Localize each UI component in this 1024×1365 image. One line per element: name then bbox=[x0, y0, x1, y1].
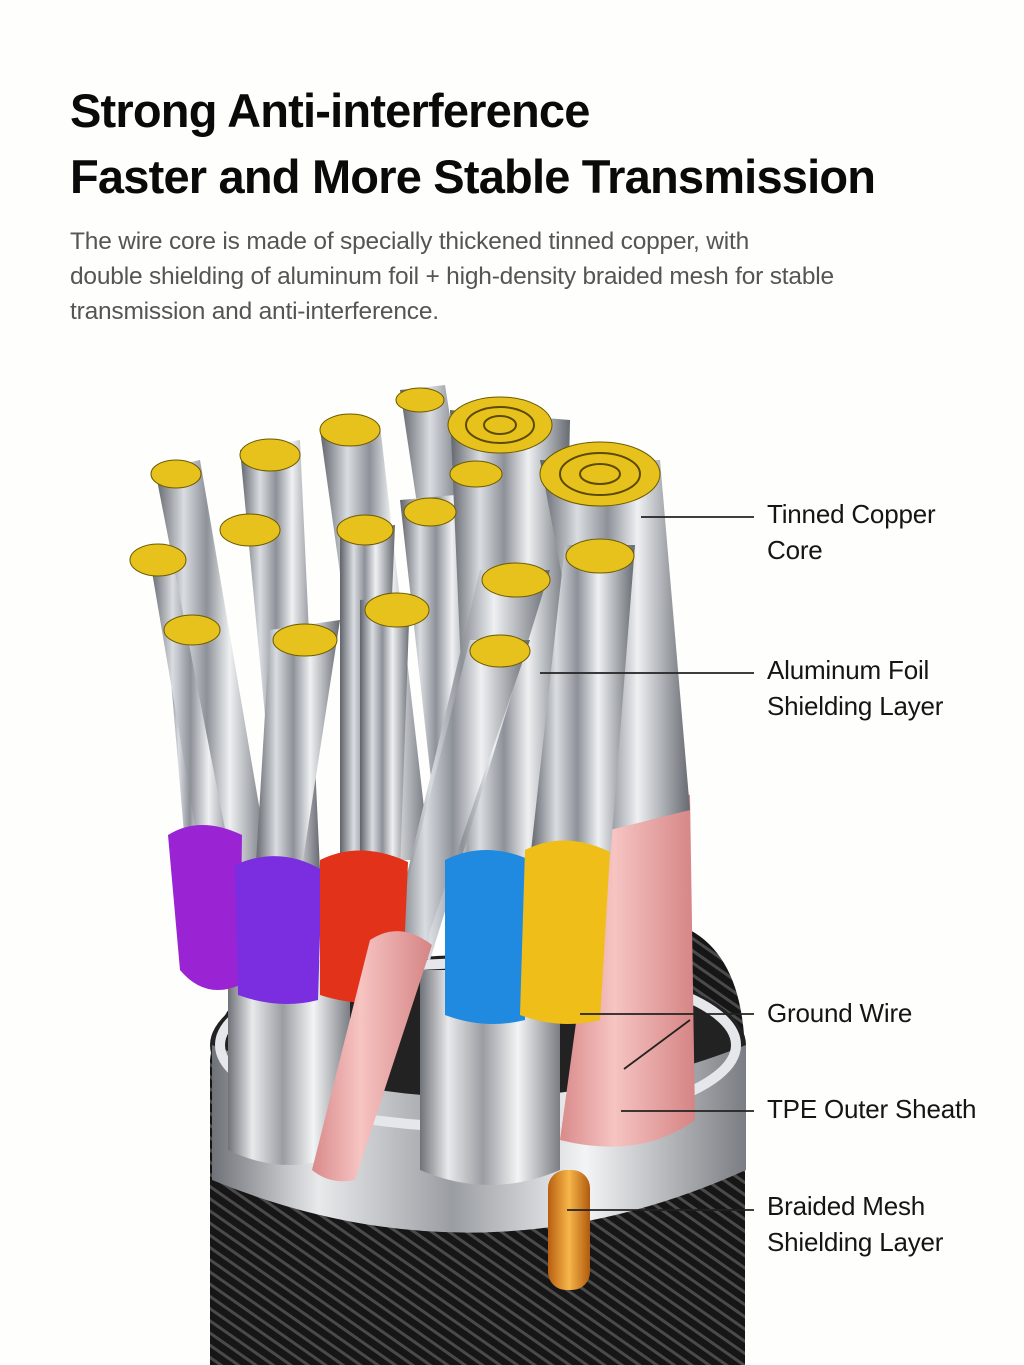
label-ground-wire: Ground Wire bbox=[767, 995, 912, 1031]
description-line-3: transmission and anti-interference. bbox=[70, 298, 439, 325]
conductors bbox=[150, 385, 690, 960]
headline: Strong Anti-interference Faster and More… bbox=[70, 78, 876, 210]
label-braided-mesh-shielding: Braided Mesh Shielding Layer bbox=[767, 1188, 943, 1260]
tinned-strand-ends bbox=[129, 387, 661, 668]
label-tpe-outer-sheath: TPE Outer Sheath bbox=[767, 1091, 976, 1127]
description-line-1: The wire core is made of specially thick… bbox=[70, 228, 750, 255]
headline-line-2: Faster and More Stable Transmission bbox=[70, 150, 876, 203]
label-line: Tinned Copper bbox=[767, 499, 936, 529]
description: The wire core is made of specially thick… bbox=[70, 224, 970, 329]
label-line: TPE Outer Sheath bbox=[767, 1094, 977, 1124]
headline-line-1: Strong Anti-interference bbox=[70, 84, 590, 137]
label-tinned-copper-core: Tinned Copper Core bbox=[767, 496, 936, 568]
label-line: Aluminum Foil bbox=[767, 655, 930, 685]
insulated-wires bbox=[168, 825, 610, 1182]
ground-wire-copper bbox=[548, 1170, 590, 1290]
description-line-2: double shielding of aluminum foil + high… bbox=[70, 263, 834, 290]
label-line: Core bbox=[767, 535, 823, 565]
label-line: Shielding Layer bbox=[767, 691, 944, 721]
label-line: Braided Mesh bbox=[767, 1191, 926, 1221]
cable-illustration bbox=[129, 385, 754, 1365]
label-line: Ground Wire bbox=[767, 998, 913, 1028]
leader-lines bbox=[540, 516, 754, 1211]
label-aluminum-foil-shielding: Aluminum Foil Shielding Layer bbox=[767, 652, 943, 724]
label-line: Shielding Layer bbox=[767, 1227, 944, 1257]
